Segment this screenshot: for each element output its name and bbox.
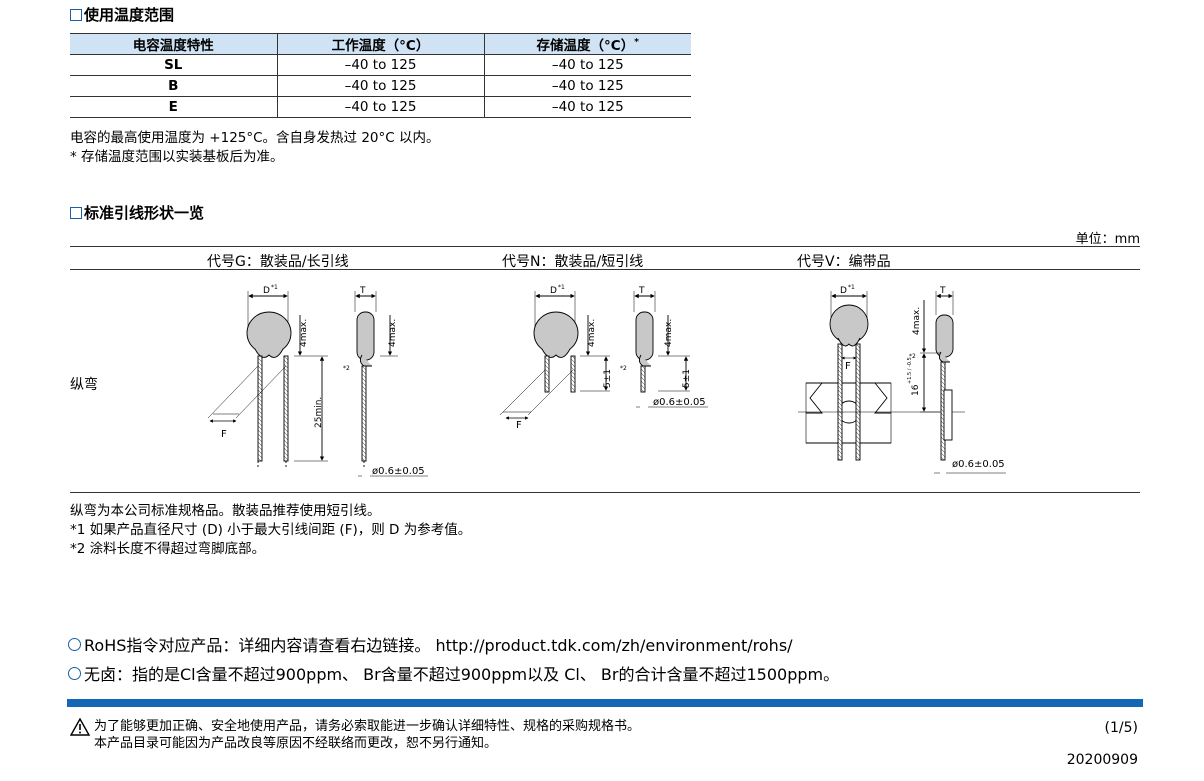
page-number: (1/5) bbox=[1104, 720, 1138, 736]
unit-label: 单位：mm bbox=[1075, 232, 1140, 247]
svg-text:4max.: 4max. bbox=[912, 307, 922, 335]
lead-shape-drawings: D *1 F 4max. 25min. T *2 4max. ø0.6±0.05 bbox=[207, 284, 1006, 477]
grade-cell: SL bbox=[70, 54, 277, 76]
temp-note-2: * 存储温度范围以实装基板后为准。 bbox=[70, 149, 284, 165]
svg-text:*2: *2 bbox=[343, 365, 350, 372]
svg-text:D: D bbox=[840, 286, 847, 296]
lead-note-1: 纵弯为本公司标准规格品。散装品推荐使用短引线。 bbox=[70, 503, 381, 519]
svg-text:T: T bbox=[359, 286, 366, 296]
code-v-side-view bbox=[920, 291, 1006, 474]
svg-text:*1: *1 bbox=[271, 284, 278, 291]
svg-text:4max.: 4max. bbox=[388, 319, 398, 347]
code-n-front-view bbox=[499, 291, 610, 420]
code-g-side-view bbox=[354, 291, 428, 477]
footer-warning-line-2: 本产品目录可能因为产品改良等原因不经联络而更改，恕不另行通知。 bbox=[94, 736, 498, 751]
svg-text:16: 16 bbox=[911, 384, 921, 396]
table-row: E –40 to 125 –40 to 125 bbox=[70, 96, 691, 118]
svg-text:ø0.6±0.05: ø0.6±0.05 bbox=[653, 397, 706, 408]
table-header-row: 电容温度特性 工作温度（°C） 存储温度（°C）* bbox=[70, 33, 691, 55]
svg-text:D: D bbox=[550, 286, 557, 296]
svg-text:5±1: 5±1 bbox=[682, 369, 692, 388]
operating-temp-cell: –40 to 125 bbox=[276, 75, 484, 97]
catalog-date: 20200909 bbox=[1066, 752, 1138, 768]
temp-range-title: 使用温度范围 bbox=[70, 4, 174, 25]
svg-text:4max.: 4max. bbox=[587, 319, 597, 347]
svg-text:*1: *1 bbox=[558, 284, 565, 291]
kink-row-label: 纵弯 bbox=[70, 377, 98, 393]
svg-text:T: T bbox=[638, 286, 645, 296]
grade-cell: B bbox=[70, 75, 277, 97]
svg-text:5±1: 5±1 bbox=[603, 369, 613, 388]
dim-dia-label: ø0.6±0.05 bbox=[372, 466, 425, 477]
rohs-line: RoHS指令对应产品：详细内容请查看右边链接。 http://product.t… bbox=[68, 632, 793, 656]
square-bullet-icon bbox=[70, 206, 82, 219]
temp-note-1: 电容的最高使用温度为 +125°C。含自身发热过 20°C 以内。 bbox=[70, 130, 440, 146]
code-g-header: 代号G：散装品/长引线 bbox=[207, 254, 349, 270]
grade-cell: E bbox=[70, 96, 277, 118]
svg-text:*1: *1 bbox=[848, 284, 855, 291]
halogen-line: 无卤：指的是Cl含量不超过900ppm、 Br含量不超过900ppm以及 Cl、… bbox=[68, 661, 839, 685]
footer-warning: 为了能够更加正确、安全地使用产品，请务必索取能进一步确认详细特性、规格的采购规格… bbox=[70, 718, 640, 752]
col-header-operating: 工作温度（°C） bbox=[276, 33, 484, 55]
svg-text:4max.: 4max. bbox=[664, 319, 674, 347]
operating-temp-cell: –40 to 125 bbox=[276, 54, 484, 76]
svg-text:ø0.6±0.05: ø0.6±0.05 bbox=[952, 459, 1005, 470]
lead-note-3: *2 涂料长度不得超过弯脚底部。 bbox=[70, 541, 266, 557]
footer-warning-line-1: 为了能够更加正确、安全地使用产品，请务必索取能进一步确认详细特性、规格的采购规格… bbox=[94, 719, 641, 734]
code-n-header: 代号N：散装品/短引线 bbox=[502, 254, 644, 270]
storage-temp-cell: –40 to 125 bbox=[483, 96, 691, 118]
svg-text:*2: *2 bbox=[909, 353, 916, 360]
table-row: SL –40 to 125 –40 to 125 bbox=[70, 54, 691, 76]
svg-text:F: F bbox=[516, 420, 522, 431]
lead-shape-title: 标准引线形状一览 bbox=[70, 202, 204, 223]
code-n-side-view bbox=[633, 291, 708, 408]
dim-f-label: F bbox=[221, 429, 227, 440]
temperature-table: 电容温度特性 工作温度（°C） 存储温度（°C）* SL –40 to 125 … bbox=[70, 33, 691, 118]
lead-note-2: *1 如果产品直径尺寸 (D) 小于最大引线间距 (F)，则 D 为参考值。 bbox=[70, 522, 472, 538]
table-bottom-rule bbox=[70, 492, 1140, 493]
svg-text:F: F bbox=[845, 361, 851, 372]
operating-temp-cell: –40 to 125 bbox=[276, 96, 484, 118]
circle-bullet-icon bbox=[68, 666, 81, 680]
circle-bullet-icon bbox=[68, 637, 81, 651]
col-header-grade: 电容温度特性 bbox=[70, 33, 277, 55]
table-row: B –40 to 125 –40 to 125 bbox=[70, 75, 691, 97]
svg-text:T: T bbox=[939, 286, 946, 296]
code-g-front-view bbox=[207, 291, 328, 469]
svg-text:*2: *2 bbox=[620, 365, 627, 372]
footer-accent-bar bbox=[67, 699, 1143, 707]
square-bullet-icon bbox=[70, 8, 82, 21]
header-rule bbox=[70, 269, 1140, 270]
svg-text:4max.: 4max. bbox=[299, 319, 309, 347]
code-v-header: 代号V：编带品 bbox=[797, 254, 891, 270]
dim-d-label: D bbox=[263, 286, 270, 296]
storage-temp-cell: –40 to 125 bbox=[483, 54, 691, 76]
svg-text:25min.: 25min. bbox=[314, 397, 324, 428]
code-v-front-view bbox=[798, 291, 965, 461]
col-header-storage: 存储温度（°C）* bbox=[483, 33, 691, 55]
warning-icon bbox=[70, 718, 90, 736]
table-top-rule bbox=[70, 246, 1140, 247]
storage-temp-cell: –40 to 125 bbox=[483, 75, 691, 97]
svg-text:+1.5 / -0.5: +1.5 / -0.5 bbox=[907, 357, 913, 384]
